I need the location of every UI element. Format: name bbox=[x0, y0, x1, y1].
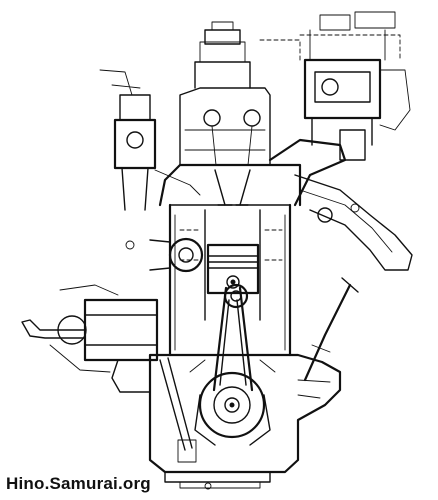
water-pump bbox=[125, 237, 204, 273]
distributor bbox=[99, 69, 201, 211]
intake-manifold bbox=[268, 138, 413, 271]
dipstick bbox=[303, 277, 359, 382]
oil-pump-rod bbox=[159, 357, 197, 463]
connecting-rod bbox=[212, 283, 254, 392]
crankcase bbox=[111, 353, 342, 490]
generator bbox=[21, 284, 159, 373]
crankshaft bbox=[189, 359, 276, 446]
cylinder-block bbox=[168, 203, 292, 357]
carburetor bbox=[259, 11, 411, 161]
cylinder-head bbox=[158, 21, 302, 207]
watermark-text: Hino.Samurai.org bbox=[6, 474, 151, 493]
piston bbox=[206, 243, 260, 295]
